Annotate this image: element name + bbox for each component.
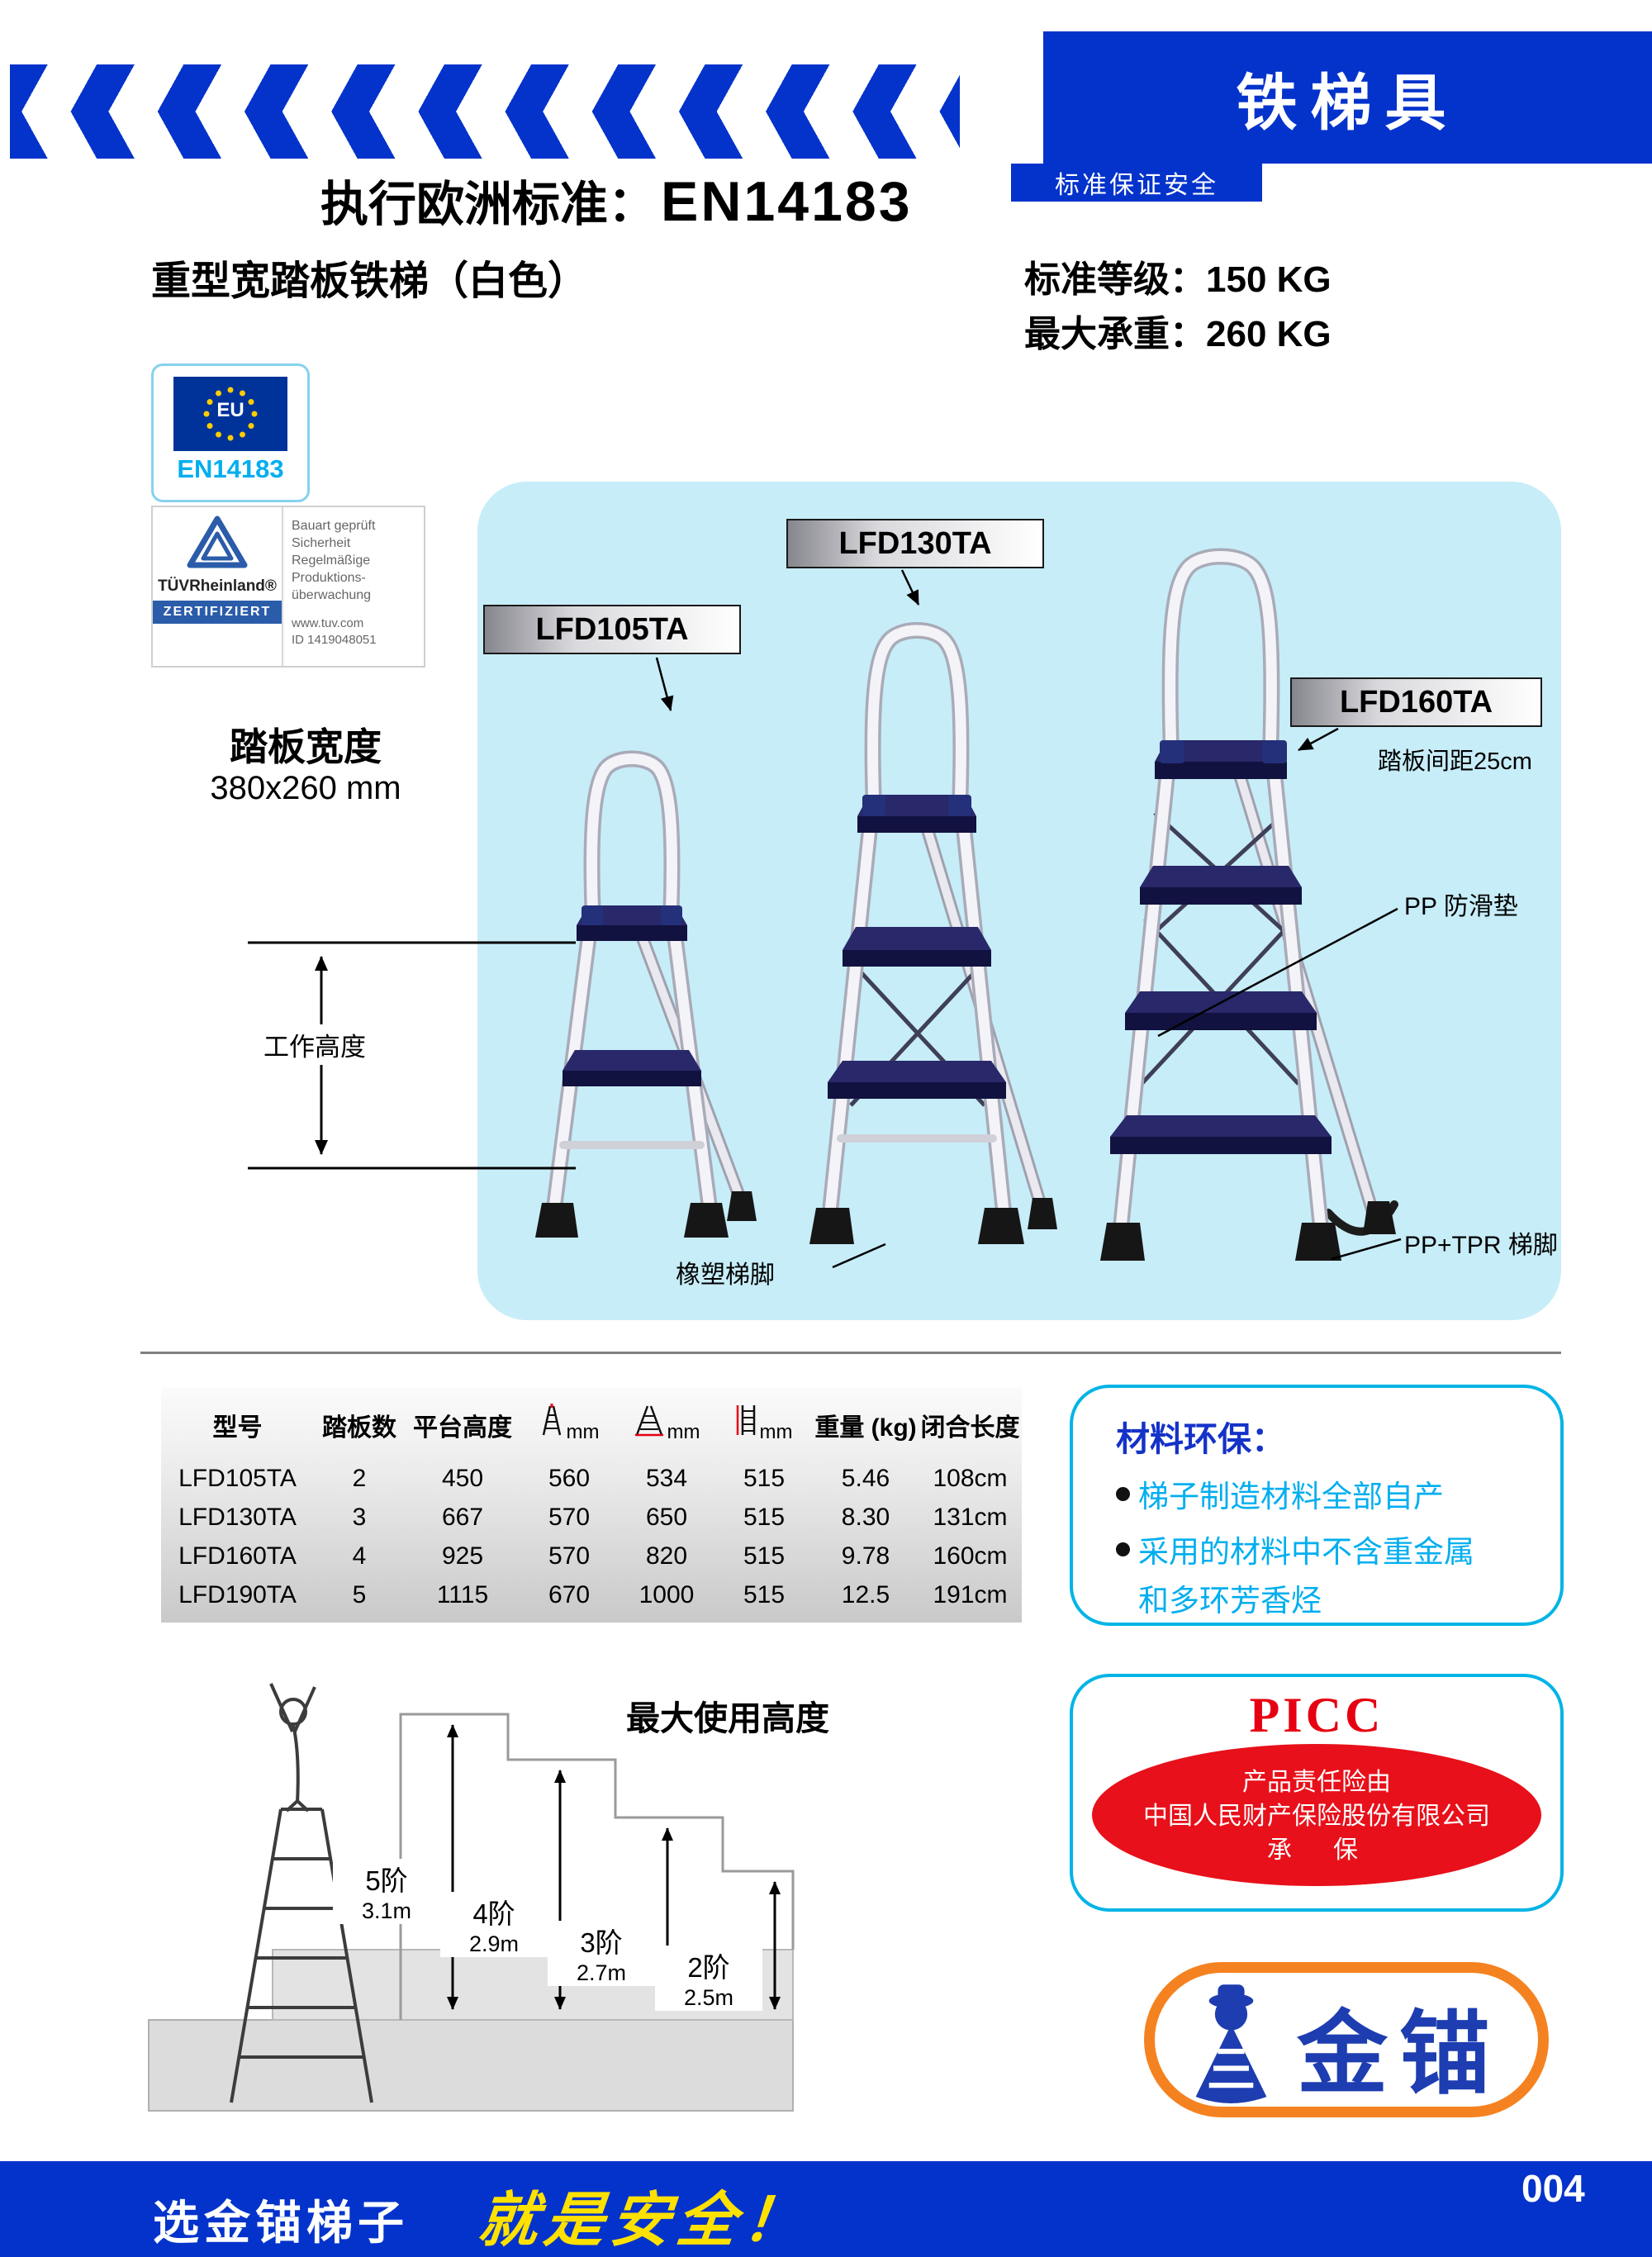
- footer-slogan-main: 就是安全！: [475, 2188, 813, 2254]
- height-item-4: 4阶 2.9m: [440, 1892, 548, 1957]
- picc-brand: PICC: [1249, 1688, 1384, 1742]
- footer-bar: [0, 2161, 1652, 2257]
- category-title: 铁梯具: [1236, 68, 1460, 137]
- ladder-image-lfd160ta: [1100, 548, 1398, 1261]
- eco-bullet-2-cont: 和多环芳香烃: [1138, 1584, 1322, 1618]
- tuv-left-column: TÜVRheinland® ZERTIFIZIERT: [153, 507, 283, 666]
- straight-ladder-icon: [736, 1403, 757, 1444]
- insurance-oval: 产品责任险由 中国人民财产保险股份有限公司 承 保: [1092, 1744, 1541, 1886]
- eco-bullet-1: 梯子制造材料全部自产: [1116, 1471, 1560, 1516]
- eu-cert-badge: EU EN14183: [151, 363, 310, 502]
- tread-spacing-note: 踏板间距25cm: [1378, 748, 1532, 775]
- eco-bullet-2: 采用的材料中不含重金属: [1116, 1527, 1560, 1571]
- tuv-right-column: Bauart geprüft Sicherheit Regelmäßige Pr…: [283, 507, 424, 666]
- page-number: 004: [1521, 2167, 1585, 2210]
- banner-stripes-top: [10, 64, 960, 112]
- col-height-open: mm: [520, 1403, 618, 1447]
- standard-code: EN14183: [661, 170, 913, 233]
- tuv-cert-badge: TÜVRheinland® ZERTIFIZIERT Bauart geprüf…: [151, 506, 425, 668]
- table-row: LFD160TA 4 925 570 820 515 9.78 160cm: [178, 1542, 1008, 1570]
- tuv-zertifiziert: ZERTIFIZIERT: [153, 601, 282, 624]
- eu-standard-code: EN14183: [177, 454, 284, 483]
- table-row: LFD190TA 5 1115 670 1000 515 12.5 191cm: [178, 1580, 1008, 1608]
- tagline-strip: 标准保证安全: [1011, 164, 1262, 202]
- pp-pad-note: PP 防滑垫: [1404, 893, 1518, 920]
- max-height-title: 最大使用高度: [626, 1699, 829, 1737]
- banner-stripes-bottom: [10, 112, 960, 159]
- eu-flag-icon: EU: [173, 377, 287, 451]
- table-header-row: 型号 踏板数 平台高度 mm mm mm 重量 (kg) 闭合长度: [161, 1391, 1022, 1459]
- bullet-icon: [1116, 1486, 1130, 1501]
- footer-slogan-prefix: 选金锚梯子: [153, 2197, 409, 2249]
- tread-width-value: 380x260 mm: [210, 770, 401, 806]
- col-width: mm: [715, 1403, 813, 1447]
- anchor-man-icon: [1195, 1984, 1267, 2103]
- person-on-ladder-figure: [230, 1683, 373, 2103]
- rubber-foot-note: 橡塑梯脚: [676, 1262, 775, 1289]
- product-title: 重型宽踏板铁梯（白色）: [151, 259, 588, 303]
- tagline-text: 标准保证安全: [1055, 172, 1218, 199]
- eu-flag-label: EU: [216, 399, 244, 421]
- callout-lfd130ta: LFD130TA: [786, 519, 1044, 568]
- ladder-image-lfd105ta: [535, 750, 757, 1238]
- pp-tpr-foot-note: PP+TPR 梯脚: [1404, 1232, 1558, 1259]
- open-stepladder-icon: [634, 1403, 665, 1444]
- height-item-5: 5阶 3.1m: [333, 1859, 440, 1924]
- callout-lfd105ta: LFD105TA: [483, 605, 741, 654]
- category-header: 铁梯具: [1043, 31, 1652, 164]
- eco-material-box: 材料环保： 梯子制造材料全部自产 采用的材料中不含重金属 和多环芳香烃: [1070, 1385, 1564, 1626]
- standard-prefix: 执行欧洲标准：: [320, 178, 657, 231]
- height-item-2: 2阶 2.5m: [655, 1946, 762, 2011]
- standard-title: 执行欧洲标准： EN14183: [320, 165, 913, 235]
- eco-title: 材料环保：: [1116, 1420, 1285, 1458]
- brand-name: 金锚: [1297, 2003, 1502, 2105]
- spec-summary: 标准等级：150 KG 最大承重：260 KG: [1024, 253, 1332, 362]
- tuv-brand: TÜVRheinland®: [158, 577, 277, 595]
- brand-logo: 金锚: [1144, 1962, 1549, 2117]
- ladder-image-lfd130ta: [809, 622, 1057, 1244]
- bullet-icon: [1116, 1542, 1130, 1556]
- insurance-box: PICC 产品责任险由 中国人民财产保险股份有限公司 承 保: [1070, 1674, 1564, 1912]
- spec-table: 型号 踏板数 平台高度 mm mm mm 重量 (kg) 闭合长度 LFD105…: [161, 1388, 1022, 1623]
- tuv-triangle-icon: [185, 514, 249, 576]
- tuv-meta: www.tuv.com ID 1419048051: [292, 616, 377, 647]
- working-height-label: 工作高度: [259, 1024, 371, 1065]
- tread-width-label: 踏板宽度: [230, 725, 382, 768]
- table-row: LFD130TA 3 667 570 650 515 8.30 131cm: [178, 1503, 1008, 1531]
- height-item-3: 3阶 2.7m: [548, 1921, 655, 1986]
- table-row: LFD105TA 2 450 560 534 515 5.46 108cm: [178, 1464, 1008, 1492]
- col-height-spread: mm: [618, 1403, 715, 1447]
- callout-lfd160ta: LFD160TA: [1290, 677, 1542, 727]
- section-divider: [140, 1352, 1561, 1354]
- closed-stepladder-icon: [539, 1403, 564, 1444]
- rating-line: 标准等级：150 KG: [1024, 259, 1332, 300]
- load-line: 最大承重：260 KG: [1024, 314, 1332, 354]
